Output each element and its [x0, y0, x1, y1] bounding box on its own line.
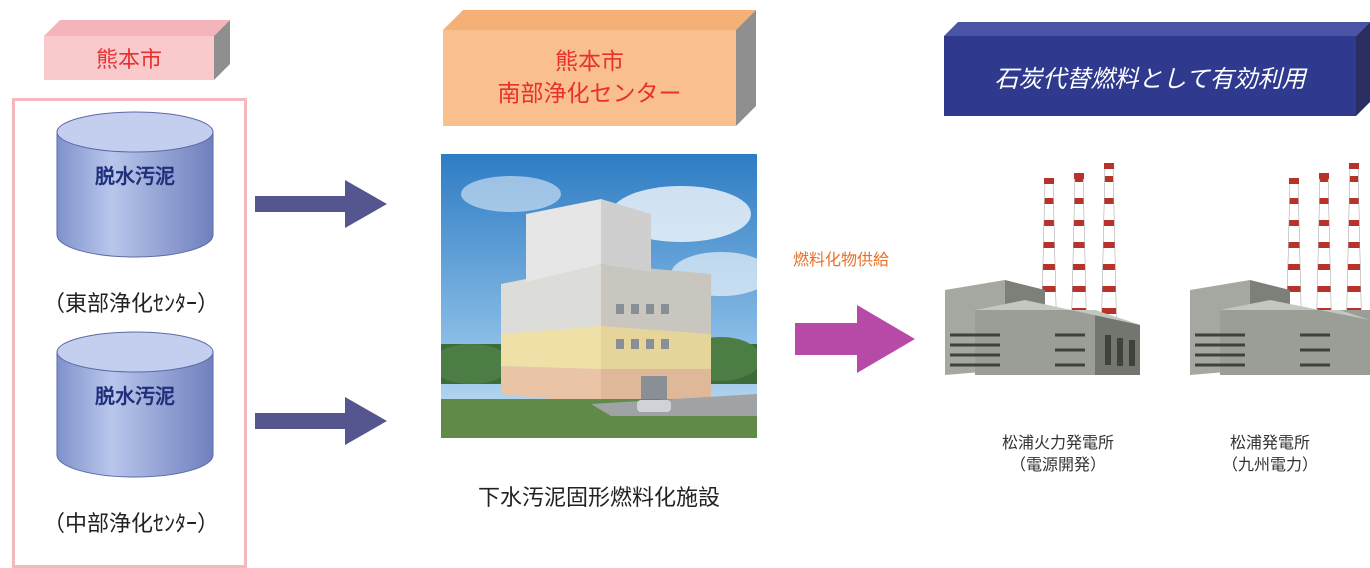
plant-owner-jpower: （電源開発）: [1009, 455, 1106, 474]
plant-name-matsuura: 松浦発電所: [1229, 433, 1310, 452]
dewatered-sludge-cylinder-central: 脱水汚泥: [56, 330, 216, 480]
flow-arrow-central: [255, 397, 387, 445]
plant-owner-kyuden: （九州電力）: [1221, 455, 1318, 474]
plant-caption-matsuura: 松浦発電所 （九州電力）: [1185, 432, 1355, 476]
sludge-label-east: 脱水汚泥: [95, 164, 175, 188]
central-center-caption: （中部浄化ｾﾝﾀｰ）: [42, 512, 219, 537]
fuel-supply-label: 燃料化物供給: [792, 250, 889, 269]
coal-substitute-label: 石炭代替燃料として有効利用: [994, 64, 1306, 93]
power-plant-icon-matsuura: [1190, 163, 1370, 375]
plant-name-matsuura-thermal: 松浦火力発電所: [1001, 433, 1114, 452]
kumamoto-city-header: 熊本市: [44, 20, 230, 80]
center-header-line2: 南部浄化センター: [497, 81, 682, 107]
fuel-supply-arrow: [795, 305, 915, 373]
power-plant-icon-matsuura-thermal: [945, 163, 1140, 375]
facility-rendering-image: [441, 154, 757, 438]
flow-arrow-east: [255, 180, 387, 228]
plant-caption-matsuura-thermal: 松浦火力発電所 （電源開発）: [958, 432, 1158, 476]
dewatered-sludge-cylinder-east: 脱水汚泥: [56, 110, 216, 260]
coal-substitute-header: 石炭代替燃料として有効利用: [944, 14, 1370, 116]
east-center-caption: （東部浄化ｾﾝﾀｰ）: [42, 292, 219, 317]
south-purification-center-header: 熊本市 南部浄化センター: [443, 10, 756, 126]
sludge-label-central: 脱水汚泥: [95, 384, 175, 408]
kumamoto-city-label: 熊本市: [95, 48, 162, 73]
center-header-line1: 熊本市: [555, 49, 624, 75]
facility-caption: 下水汚泥固形燃料化施設: [477, 486, 720, 511]
